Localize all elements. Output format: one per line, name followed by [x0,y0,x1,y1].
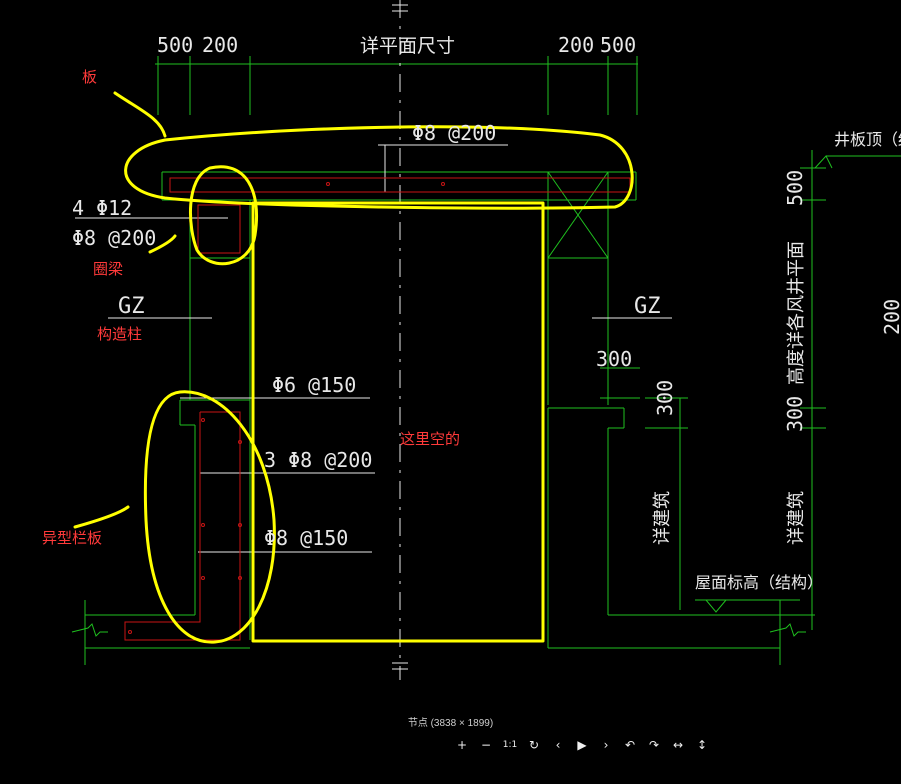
rotate-right-icon: ↷ [648,738,660,752]
see-architecture-label-a: 详建筑 [652,491,673,545]
parapet-pointer-stroke [73,505,130,529]
prev-button[interactable]: ‹ [546,736,570,754]
dim-top-left-500: 500 [157,33,193,57]
annotation-slab: 板 [82,68,97,86]
roof-elevation-label: 屋面标高（结构） [695,573,823,592]
play-icon: ▶ [577,738,587,752]
rebar-parapet-3: Φ8 @150 [264,526,348,550]
next-button[interactable]: › [594,736,618,754]
dim-top-right-200: 200 [558,33,594,57]
flip-vertical-button[interactable]: ↕ [690,736,714,754]
rebar-ring-beam-stirrup: Φ8 @200 [72,226,156,250]
well-top-label: 井板顶（结构） [834,130,901,149]
flip-horizontal-icon: ↔ [672,738,684,752]
gz-left-label: GZ [118,294,145,319]
see-architecture-label-b: 详建筑 [786,491,807,545]
flip-horizontal-button[interactable]: ↔ [666,736,690,754]
annotation-ring-beam: 圈梁 [93,260,123,278]
annotation-parapet: 异型栏板 [42,529,102,547]
prev-icon: ‹ [555,738,561,752]
ring-beam-pointer-stroke [148,234,177,254]
dim-mid-300: 300 [596,347,632,371]
zoom-in-icon: + [456,738,468,752]
rotate-left-icon: ↶ [624,738,636,752]
ring-beam-highlight-loop [189,165,258,266]
dim-top-right-500: 500 [600,33,636,57]
rotate-right-button[interactable]: ↷ [642,736,666,754]
rotate-left-button[interactable]: ↶ [618,736,642,754]
rebar-ring-beam-main: 4 Φ12 [72,196,132,220]
viewer-toolbar: +−1:1 ↻ ‹ ▶ › ↶ ↷ ↔ ↕ [450,736,714,754]
leader-lines [75,0,672,680]
structure-lines [71,56,901,665]
empty-opening-outline [251,201,545,643]
slab-pointer-stroke [113,91,167,138]
annotation-column: 构造柱 [97,325,142,343]
rebar-lines [124,177,631,641]
zoom-in-button[interactable]: + [450,736,474,754]
flip-vertical-icon: ↕ [696,738,708,752]
play-button[interactable]: ▶ [570,736,594,754]
dim-right-500: 500 [783,170,807,206]
dim-top-left-200: 200 [202,33,238,57]
parapet-highlight-loop [143,390,276,644]
dim-top-center: 详平面尺寸 [360,35,455,57]
zoom-out-button[interactable]: − [474,736,498,754]
zoom-out-icon: − [480,738,492,752]
rebar-slab-label: Φ8 @200 [412,121,496,145]
next-icon: › [603,738,609,752]
yellow-highlights [73,91,634,644]
right-edge-dim: 200 [880,299,901,335]
slab-highlight-loop [124,125,634,210]
actual-size-icon: 1:1 [502,740,518,750]
rebar-parapet-1: Φ6 @150 [272,373,356,397]
image-caption: 节点 (3838 × 1899) [407,718,494,729]
actual-size-button[interactable]: 1:1 [498,736,522,754]
refresh-button[interactable]: ↻ [522,736,546,754]
elevation-note: 高度详各风井平面 [786,241,807,385]
dim-right-300-a: 300 [653,380,677,416]
gz-right-label: GZ [634,294,661,319]
refresh-icon: ↻ [528,738,540,752]
rebar-parapet-2: 3 Φ8 @200 [264,448,372,472]
dim-right-300-b: 300 [783,396,807,432]
annotation-empty: 这里空的 [400,430,460,448]
